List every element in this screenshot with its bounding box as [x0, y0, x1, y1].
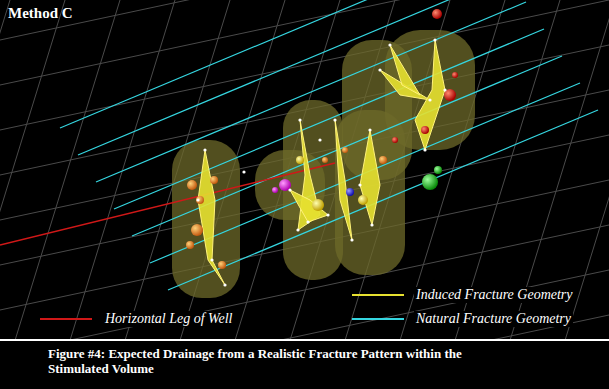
legend-label: Horizontal Leg of Well [103, 311, 234, 327]
legend-sample [352, 318, 404, 320]
legend-sample [352, 294, 404, 296]
legend-label: Induced Fracture Geometry [414, 287, 575, 303]
title: Method C [8, 5, 73, 22]
figure-caption: Figure #4: Expected Drainage from a Real… [48, 346, 518, 376]
legend-label: Natural Fracture Geometry [414, 311, 573, 327]
legend-sample [40, 318, 92, 320]
